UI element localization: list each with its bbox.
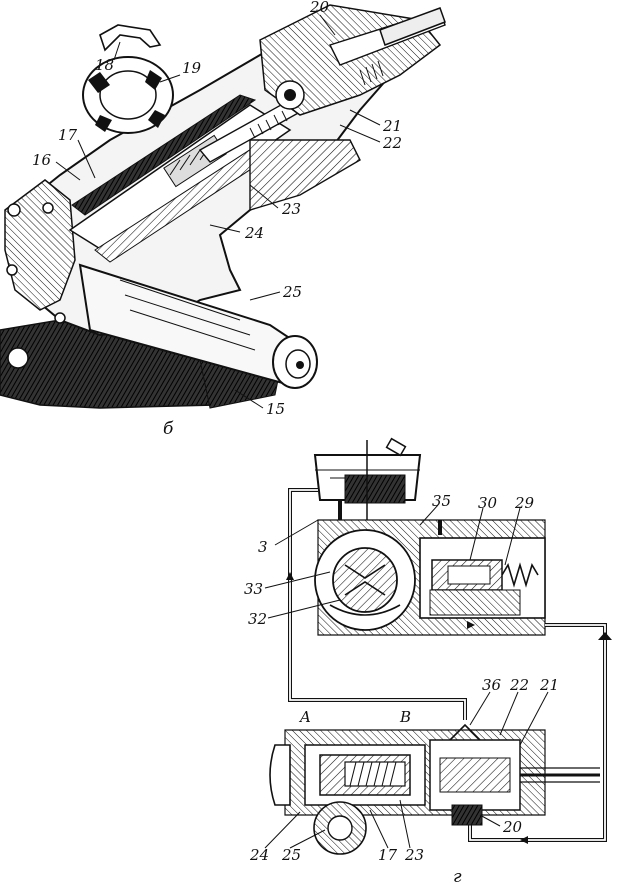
label-chamber-a: A bbox=[298, 708, 311, 726]
callout-16: 16 bbox=[32, 151, 52, 169]
callout-3: 3 bbox=[258, 538, 268, 556]
callout-22b: 22 bbox=[509, 676, 529, 694]
part-19-bearing bbox=[82, 56, 174, 134]
label-chamber-b: B bbox=[399, 708, 411, 726]
callout-21b: 21 bbox=[539, 676, 559, 694]
callout-36: 36 bbox=[482, 676, 502, 694]
callout-32: 32 bbox=[248, 610, 267, 628]
callout-24b: 24 bbox=[249, 846, 269, 864]
hydraulic-lines bbox=[286, 488, 612, 844]
callout-20b: 20 bbox=[502, 818, 523, 836]
callout-29: 29 bbox=[514, 494, 535, 512]
cutaway-view: 18 19 20 17 16 21 22 23 24 25 15 б bbox=[0, 0, 446, 439]
sector-shaft bbox=[78, 263, 318, 389]
callout-23b: 23 bbox=[404, 846, 424, 864]
callout-21: 21 bbox=[382, 117, 402, 135]
callout-17: 17 bbox=[58, 126, 78, 144]
worm-screw bbox=[344, 761, 406, 787]
steering-gear-cylinder bbox=[269, 723, 600, 855]
callout-22: 22 bbox=[382, 134, 402, 152]
callout-15: 15 bbox=[266, 400, 285, 418]
subfigure-label-g: г bbox=[453, 867, 462, 886]
pump-housing bbox=[314, 519, 546, 636]
control-valve bbox=[429, 723, 521, 826]
oil-reservoir bbox=[313, 437, 422, 520]
callout-24: 24 bbox=[244, 224, 264, 242]
callout-35: 35 bbox=[432, 492, 451, 510]
callout-33: 33 bbox=[244, 580, 263, 598]
callout-19: 19 bbox=[182, 59, 202, 77]
subfigure-label-b: б bbox=[163, 419, 174, 439]
flow-control-valve bbox=[429, 559, 539, 616]
callout-18: 18 bbox=[95, 56, 114, 74]
part-18-clip bbox=[99, 24, 162, 52]
callout-30: 30 bbox=[478, 494, 498, 512]
callout-20: 20 bbox=[309, 0, 330, 16]
callout-17b: 17 bbox=[378, 846, 398, 864]
callout-23: 23 bbox=[281, 200, 301, 218]
callout-25: 25 bbox=[282, 283, 302, 301]
pump-rotor bbox=[332, 547, 398, 613]
callout-25b: 25 bbox=[281, 846, 301, 864]
hydraulic-schematic: 3 35 30 29 33 32 A B 36 22 21 20 24 25 1… bbox=[244, 437, 612, 886]
